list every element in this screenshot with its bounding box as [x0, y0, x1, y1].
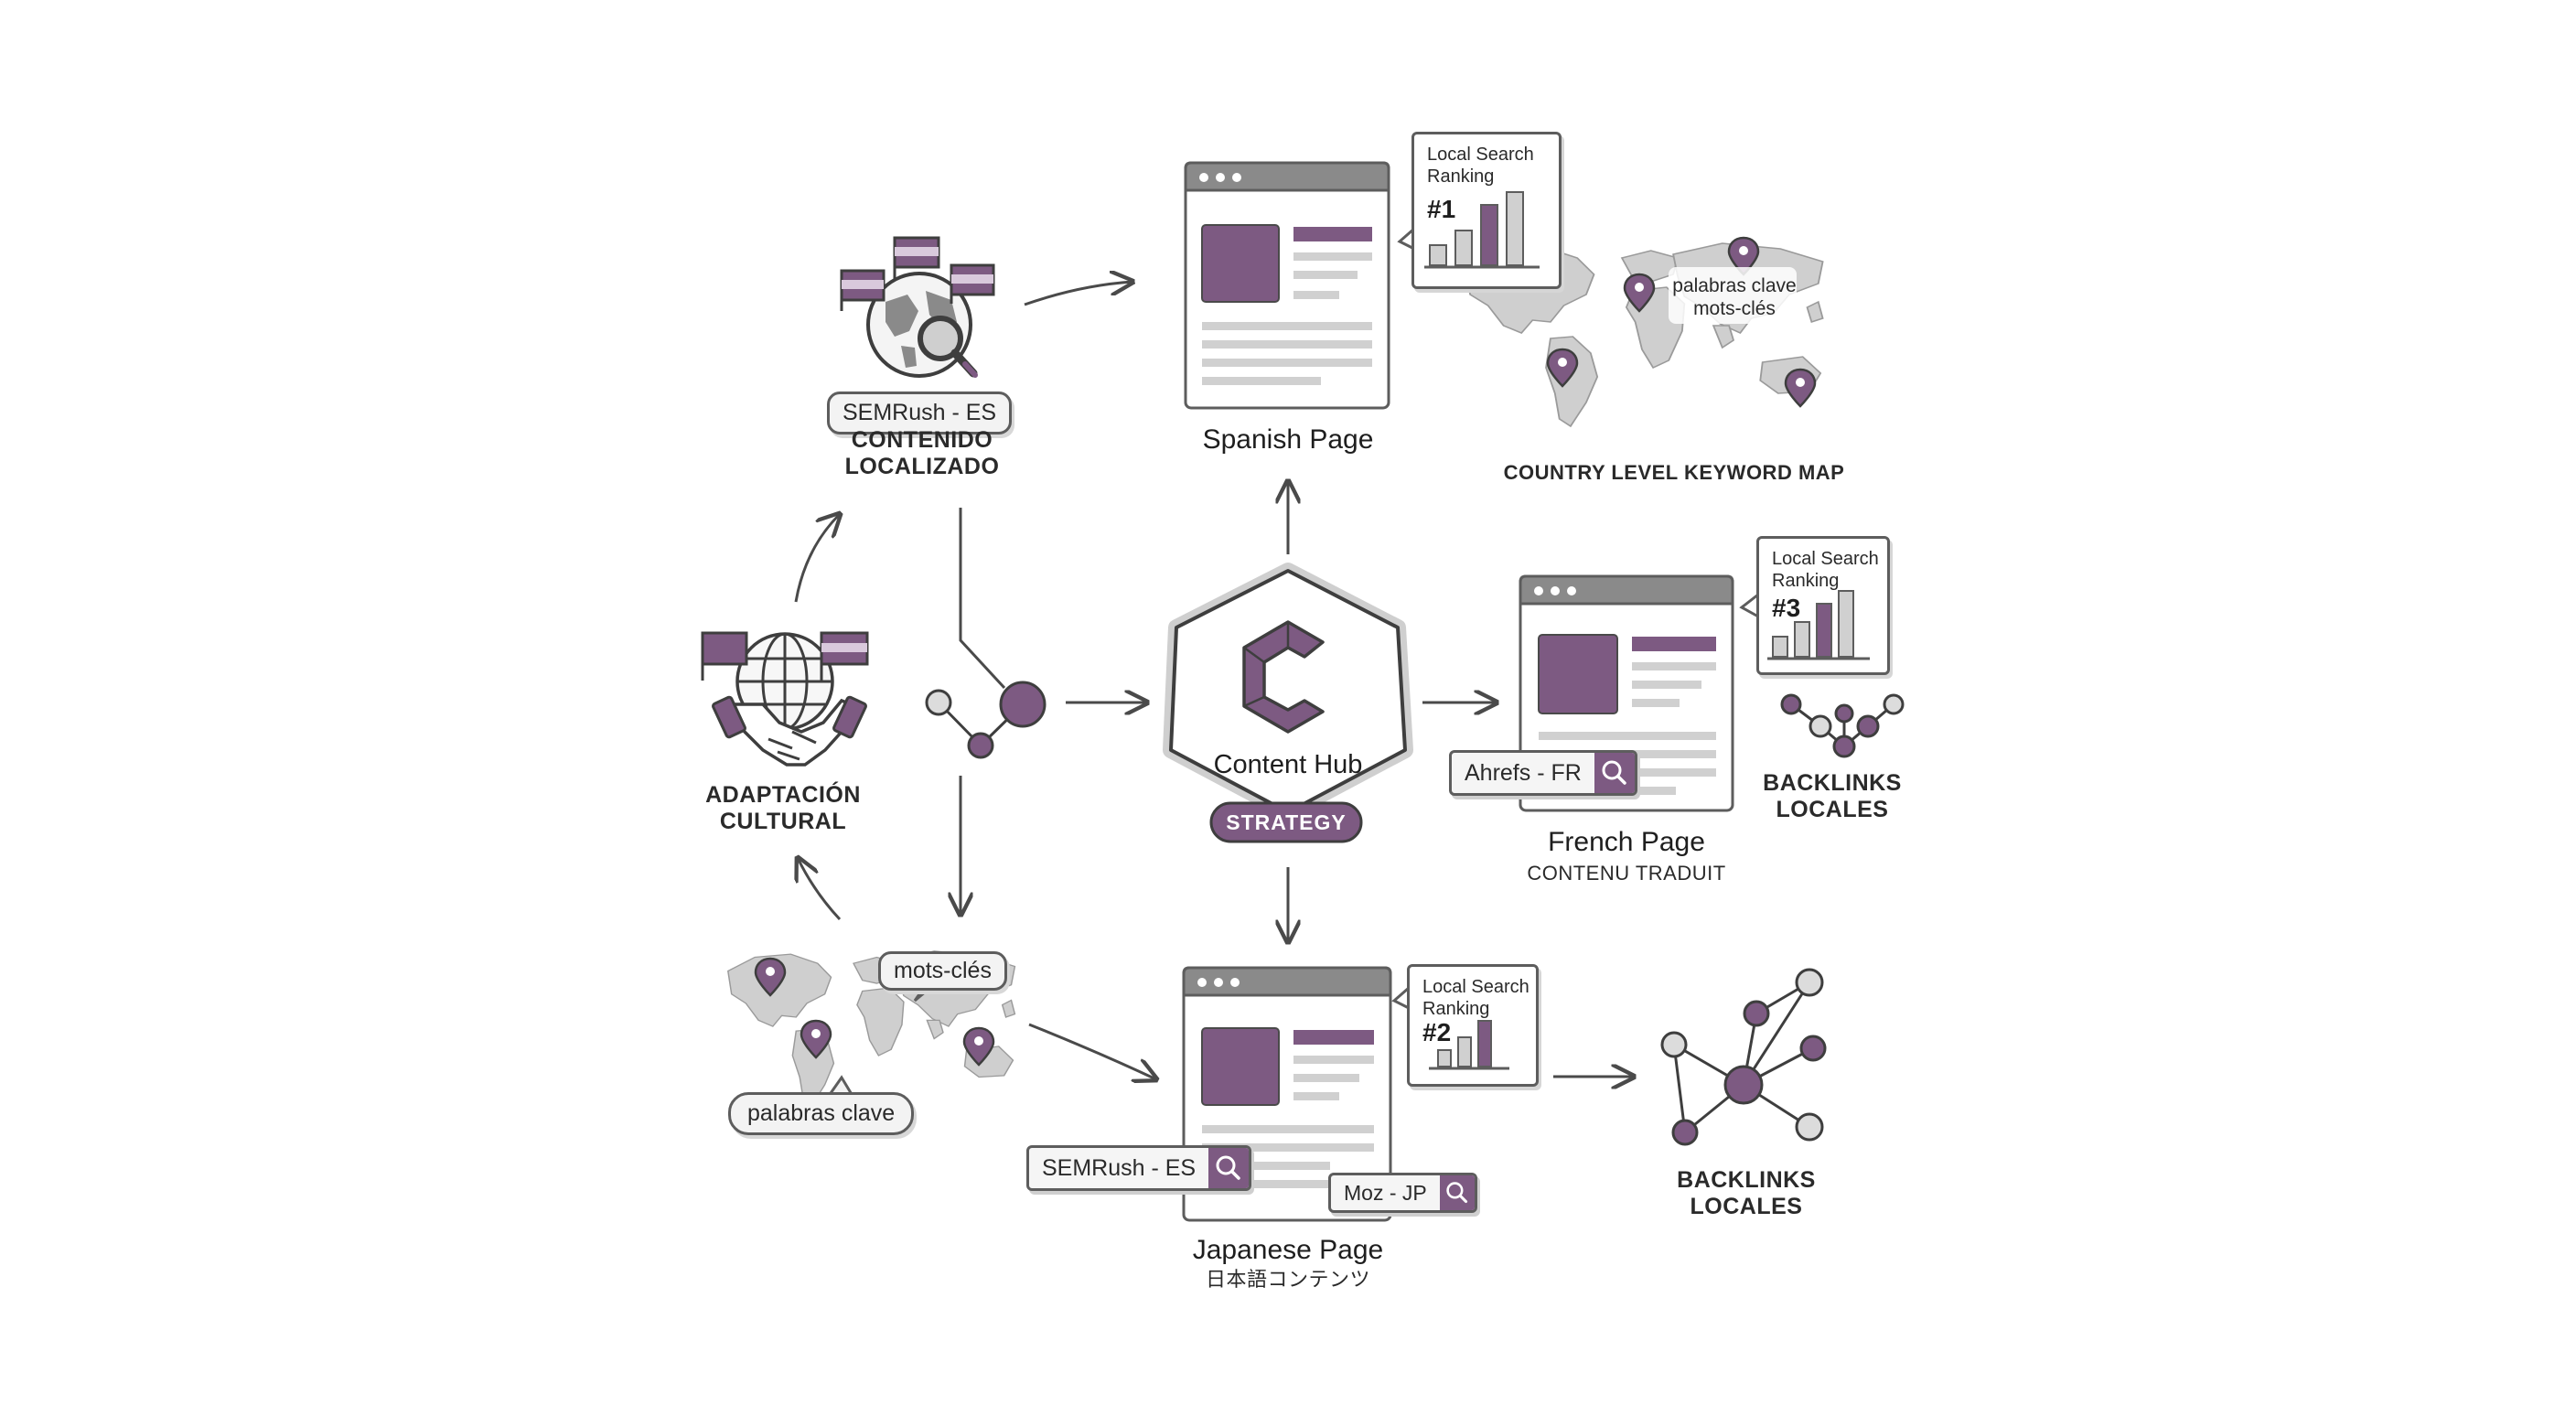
connectors: [796, 282, 1634, 1079]
search-icon[interactable]: [1594, 753, 1635, 793]
rank-card-label-line1: Local Search: [1422, 977, 1530, 997]
ahrefs-fr-search[interactable]: Ahrefs - FR: [1449, 750, 1637, 796]
keyword-fr-label: mots-clés: [1693, 298, 1776, 319]
moz-jp-search[interactable]: Moz - JP: [1328, 1173, 1477, 1213]
label-line1: ADAPTACIÓN: [705, 782, 861, 808]
label-line1: BACKLINKS: [1763, 770, 1902, 796]
search-icon[interactable]: [1208, 1148, 1250, 1188]
spanish-page-title: Spanish Page: [1202, 424, 1374, 455]
search-query: Ahrefs - FR: [1465, 759, 1582, 786]
rank-card-label-line1: Local Search: [1772, 549, 1879, 569]
rank-value: #1: [1427, 195, 1456, 223]
line-semrush-to-network: [959, 508, 1006, 690]
semrush-es-search[interactable]: SEMRush - ES: [1026, 1145, 1252, 1191]
keyword-pill-mots-cles: mots-clés: [878, 951, 1007, 991]
network-node-icon: [925, 681, 1046, 759]
globe-search-icon: [840, 236, 995, 378]
country-keyword-map: [1465, 236, 1824, 427]
japanese-page-title: Japanese Page: [1192, 1235, 1384, 1265]
rank-card-label-line2: Ranking: [1772, 571, 1840, 591]
semrush-es-tool-pill[interactable]: SEMRush - ES: [827, 391, 1013, 434]
backlinks-network-large-icon: [1660, 968, 1827, 1146]
rank-bars-spanish: [1424, 191, 1540, 269]
rank-bars-french: [1767, 590, 1870, 660]
label-line1: CONTENIDO: [851, 427, 993, 453]
strategy-badge: [1209, 801, 1363, 843]
label-line2: LOCALES: [1776, 797, 1889, 822]
french-page-subtitle: CONTENU TRADUIT: [1527, 862, 1726, 885]
backlinks-network-small-icon: [1780, 693, 1905, 758]
arrow-adapt-to-semrush: [794, 514, 840, 603]
search-query: Moz - JP: [1344, 1180, 1427, 1205]
label-line2: LOCALES: [1690, 1194, 1803, 1219]
arrow-semrush-to-spanish: [1024, 282, 1132, 306]
label-line2: LOCALIZADO: [844, 454, 1000, 479]
content-hub-logo-icon: [1242, 620, 1325, 734]
flag-icon: [840, 236, 995, 311]
spanish-page-browser[interactable]: [1184, 161, 1390, 410]
search-query: SEMRush - ES: [1042, 1154, 1197, 1181]
strategy-badge-label: STRATEGY: [1226, 810, 1347, 834]
content-hub-title: Content Hub: [1213, 750, 1363, 779]
label-line2: CULTURAL: [719, 809, 847, 834]
arrow-map-to-adapt: [798, 858, 842, 921]
arrow-map-to-japanese: [1028, 1023, 1156, 1079]
keyword-es-label: palabras clave: [1672, 275, 1797, 296]
map-pin-icon: [1784, 368, 1817, 408]
rank-card-label-line2: Ranking: [1422, 999, 1490, 1019]
rank-card-label-line1: Local Search: [1427, 145, 1534, 165]
search-icon[interactable]: [1439, 1175, 1475, 1210]
rank-value: #2: [1422, 1018, 1452, 1046]
content-hub-node[interactable]: [1163, 563, 1413, 820]
rank-value: #3: [1772, 594, 1801, 622]
keyword-map-caption: COUNTRY LEVEL KEYWORD MAP: [1503, 461, 1845, 484]
rank-card-label-line2: Ranking: [1427, 166, 1495, 187]
rank-bars-japanese: [1429, 1020, 1509, 1070]
handshake-globe-icon: [701, 631, 869, 767]
keyword-pill-palabras-clave: palabras clave: [728, 1092, 915, 1135]
label-line1: BACKLINKS: [1677, 1167, 1816, 1193]
french-page-title: French Page: [1548, 827, 1705, 857]
japanese-page-subtitle: 日本語コンテンツ: [1205, 1268, 1370, 1291]
